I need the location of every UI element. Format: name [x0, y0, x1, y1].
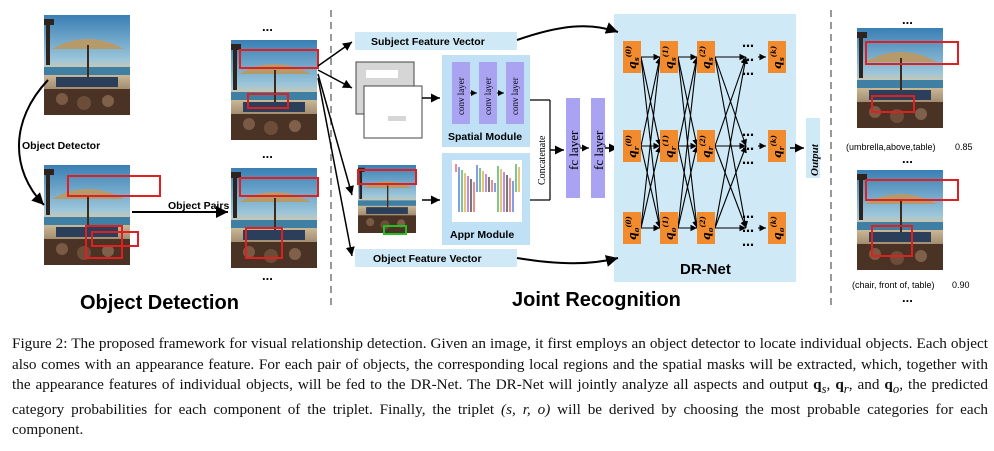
object-detector-label: Object Detector [22, 140, 100, 152]
drnet-edge [714, 56, 749, 229]
figure-caption: Figure 2: The proposed framework for vis… [12, 335, 989, 439]
input-image [43, 14, 131, 116]
drnet-edge [640, 145, 662, 229]
drnet-node [768, 212, 786, 244]
appr-module-label: Appr Module [450, 229, 514, 241]
drnet-edge [714, 56, 747, 147]
caption-text-2: , the predicted category probabilities f… [12, 376, 989, 418]
caption-text-3: will be derived by choosing the most pro… [12, 400, 988, 439]
caption-text-1: The proposed framework for visual relati… [12, 335, 988, 393]
result-1-triplet: (umbrella,above,table) [846, 142, 936, 152]
caption-prefix: Figure 2: [12, 335, 68, 352]
caption-and: , and [848, 376, 885, 393]
caption-qr: q [835, 376, 844, 393]
object-pairs-label: Object Pairs [168, 200, 229, 212]
spatial-module-label: Spatial Module [448, 131, 522, 143]
local-region-image [357, 165, 417, 235]
object-detector-arrow [18, 79, 49, 206]
result-image-2 [856, 169, 959, 271]
subject-feature-vector-box [355, 32, 517, 50]
joint-recognition-title: Joint Recognition [512, 289, 681, 311]
pair-image-2 [230, 167, 319, 269]
drnet-ellipsis: … [742, 64, 754, 78]
object-feature-vector-box [355, 249, 517, 267]
drnet-nodes: qs(0)qr(0)qo(0)qs(1)qr(1)qo(1)qs(2)qr(2)… [623, 41, 786, 244]
caption-qo-sub: o [892, 382, 900, 397]
results-ellipsis-top: ... [902, 12, 913, 27]
conv-layer-2-label: conv layer [483, 77, 493, 115]
drnet-ellipsis: … [742, 125, 754, 139]
drnet-ellipsis: … [742, 36, 754, 50]
drnet-ellipsis: … [742, 207, 754, 221]
conv-layer-2 [479, 62, 497, 124]
output-box [806, 118, 820, 178]
conv-layer-3 [506, 62, 524, 124]
conv-layer-3-label: conv layer [510, 77, 520, 115]
drnet-edge [677, 56, 700, 229]
concatenate-label: Concatenate [537, 135, 548, 185]
caption-qs-sub: s [821, 382, 827, 397]
drnet-node [697, 212, 715, 244]
drnet-ellipsis: … [742, 50, 754, 64]
appr-feature-lines [455, 164, 520, 212]
drnet-ellipsis: … [742, 235, 754, 249]
caption-qs: q [813, 376, 822, 393]
drnet-edge [640, 56, 662, 147]
drnet-ellipsis: … [742, 139, 754, 153]
object-feature-vector-label: Object Feature Vector [373, 253, 482, 265]
drnet-edge [640, 56, 663, 229]
spatial-masks [355, 61, 423, 139]
drnet-edge [677, 145, 699, 229]
result-1-score: 0.85 [955, 142, 973, 152]
drnet-node [768, 130, 786, 162]
drnet-ellipsis: … [742, 153, 754, 167]
drnet-title: DR-Net [680, 261, 731, 278]
drnet-node [697, 41, 715, 73]
caption-qo: q [884, 376, 893, 393]
fc-layer-2 [591, 98, 605, 198]
result-2-triplet: (chair, front of, table) [852, 280, 935, 290]
drnet-node [623, 41, 641, 73]
ellipsis-bottom: ... [262, 268, 273, 283]
output-label: Output [809, 143, 821, 176]
subject-feature-vector-label: Subject Feature Vector [371, 36, 485, 48]
result-2-score: 0.90 [952, 280, 970, 290]
caption-qr-sub: r [843, 382, 849, 397]
result-image-1 [856, 27, 959, 129]
drnet-node [768, 41, 786, 73]
conv-layer-1-label: conv layer [456, 77, 466, 115]
fc-layer-1-label: fc layer [566, 130, 581, 170]
drnet-ellipsis: … [742, 221, 754, 235]
object-detection-title: Object Detection [80, 292, 239, 314]
ellipsis-mid: ... [262, 146, 273, 161]
fc-layer-2-label: fc layer [591, 130, 606, 170]
caption-triplet: (s, r, o) [501, 400, 551, 418]
framework-figure: Object Detector ... ... ... Object Pairs… [18, 10, 973, 314]
ellipsis-top: ... [262, 19, 273, 34]
results-ellipsis-bottom: ... [902, 290, 913, 305]
drnet-node [697, 130, 715, 162]
drnet-edge [714, 145, 747, 229]
fc-layer-1 [566, 98, 580, 198]
drnet-node [660, 41, 678, 73]
drnet-node [623, 212, 641, 244]
drnet-edge [677, 56, 699, 147]
pair-image-1 [230, 39, 319, 141]
drnet-node [623, 130, 641, 162]
conv-layer-1 [452, 62, 470, 124]
results-ellipsis-mid: ... [902, 151, 913, 166]
drnet-connections: ……………………… [640, 36, 766, 249]
drnet-node [660, 130, 678, 162]
detected-image [43, 164, 161, 266]
drnet-node [660, 212, 678, 244]
